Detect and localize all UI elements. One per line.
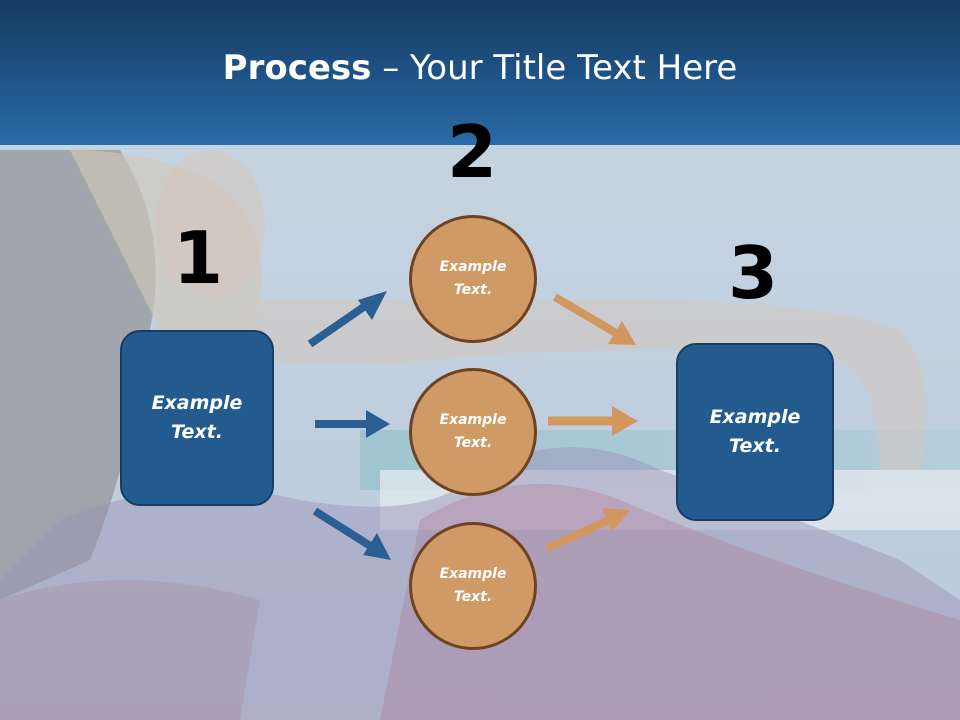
title-bold: Process [222, 48, 372, 88]
arrow-middle-to-3 [548, 406, 638, 436]
arrow-1-to-top [307, 291, 387, 348]
step-number-2: 2 [446, 110, 498, 194]
step-2-circle-top[interactable]: Example Text. [409, 215, 537, 343]
step-2-circle-bottom-text: Example Text. [439, 566, 507, 605]
step-1-box[interactable]: Example Text. [120, 330, 274, 506]
step-2-circle-middle-text: Example Text. [439, 412, 507, 451]
step-3-text: Example Text. [709, 406, 801, 457]
step-number-3: 3 [727, 231, 779, 315]
title-dash: – [371, 48, 411, 88]
arrow-1-to-middle [315, 410, 390, 438]
step-number-1: 1 [172, 216, 224, 300]
header-bar [0, 0, 960, 145]
arrow-1-to-bottom [312, 507, 391, 560]
slide-title: Process – Your Title Text Here [0, 48, 960, 88]
step-1-text: Example Text. [151, 392, 243, 443]
step-2-circle-middle[interactable]: Example Text. [409, 368, 537, 496]
arrow-top-to-3 [552, 293, 636, 345]
arrow-bottom-to-3 [545, 508, 630, 552]
step-2-circle-bottom[interactable]: Example Text. [409, 522, 537, 650]
step-3-box[interactable]: Example Text. [676, 343, 834, 521]
title-rest: Your Title Text Here [410, 48, 738, 88]
step-2-circle-top-text: Example Text. [439, 259, 507, 298]
